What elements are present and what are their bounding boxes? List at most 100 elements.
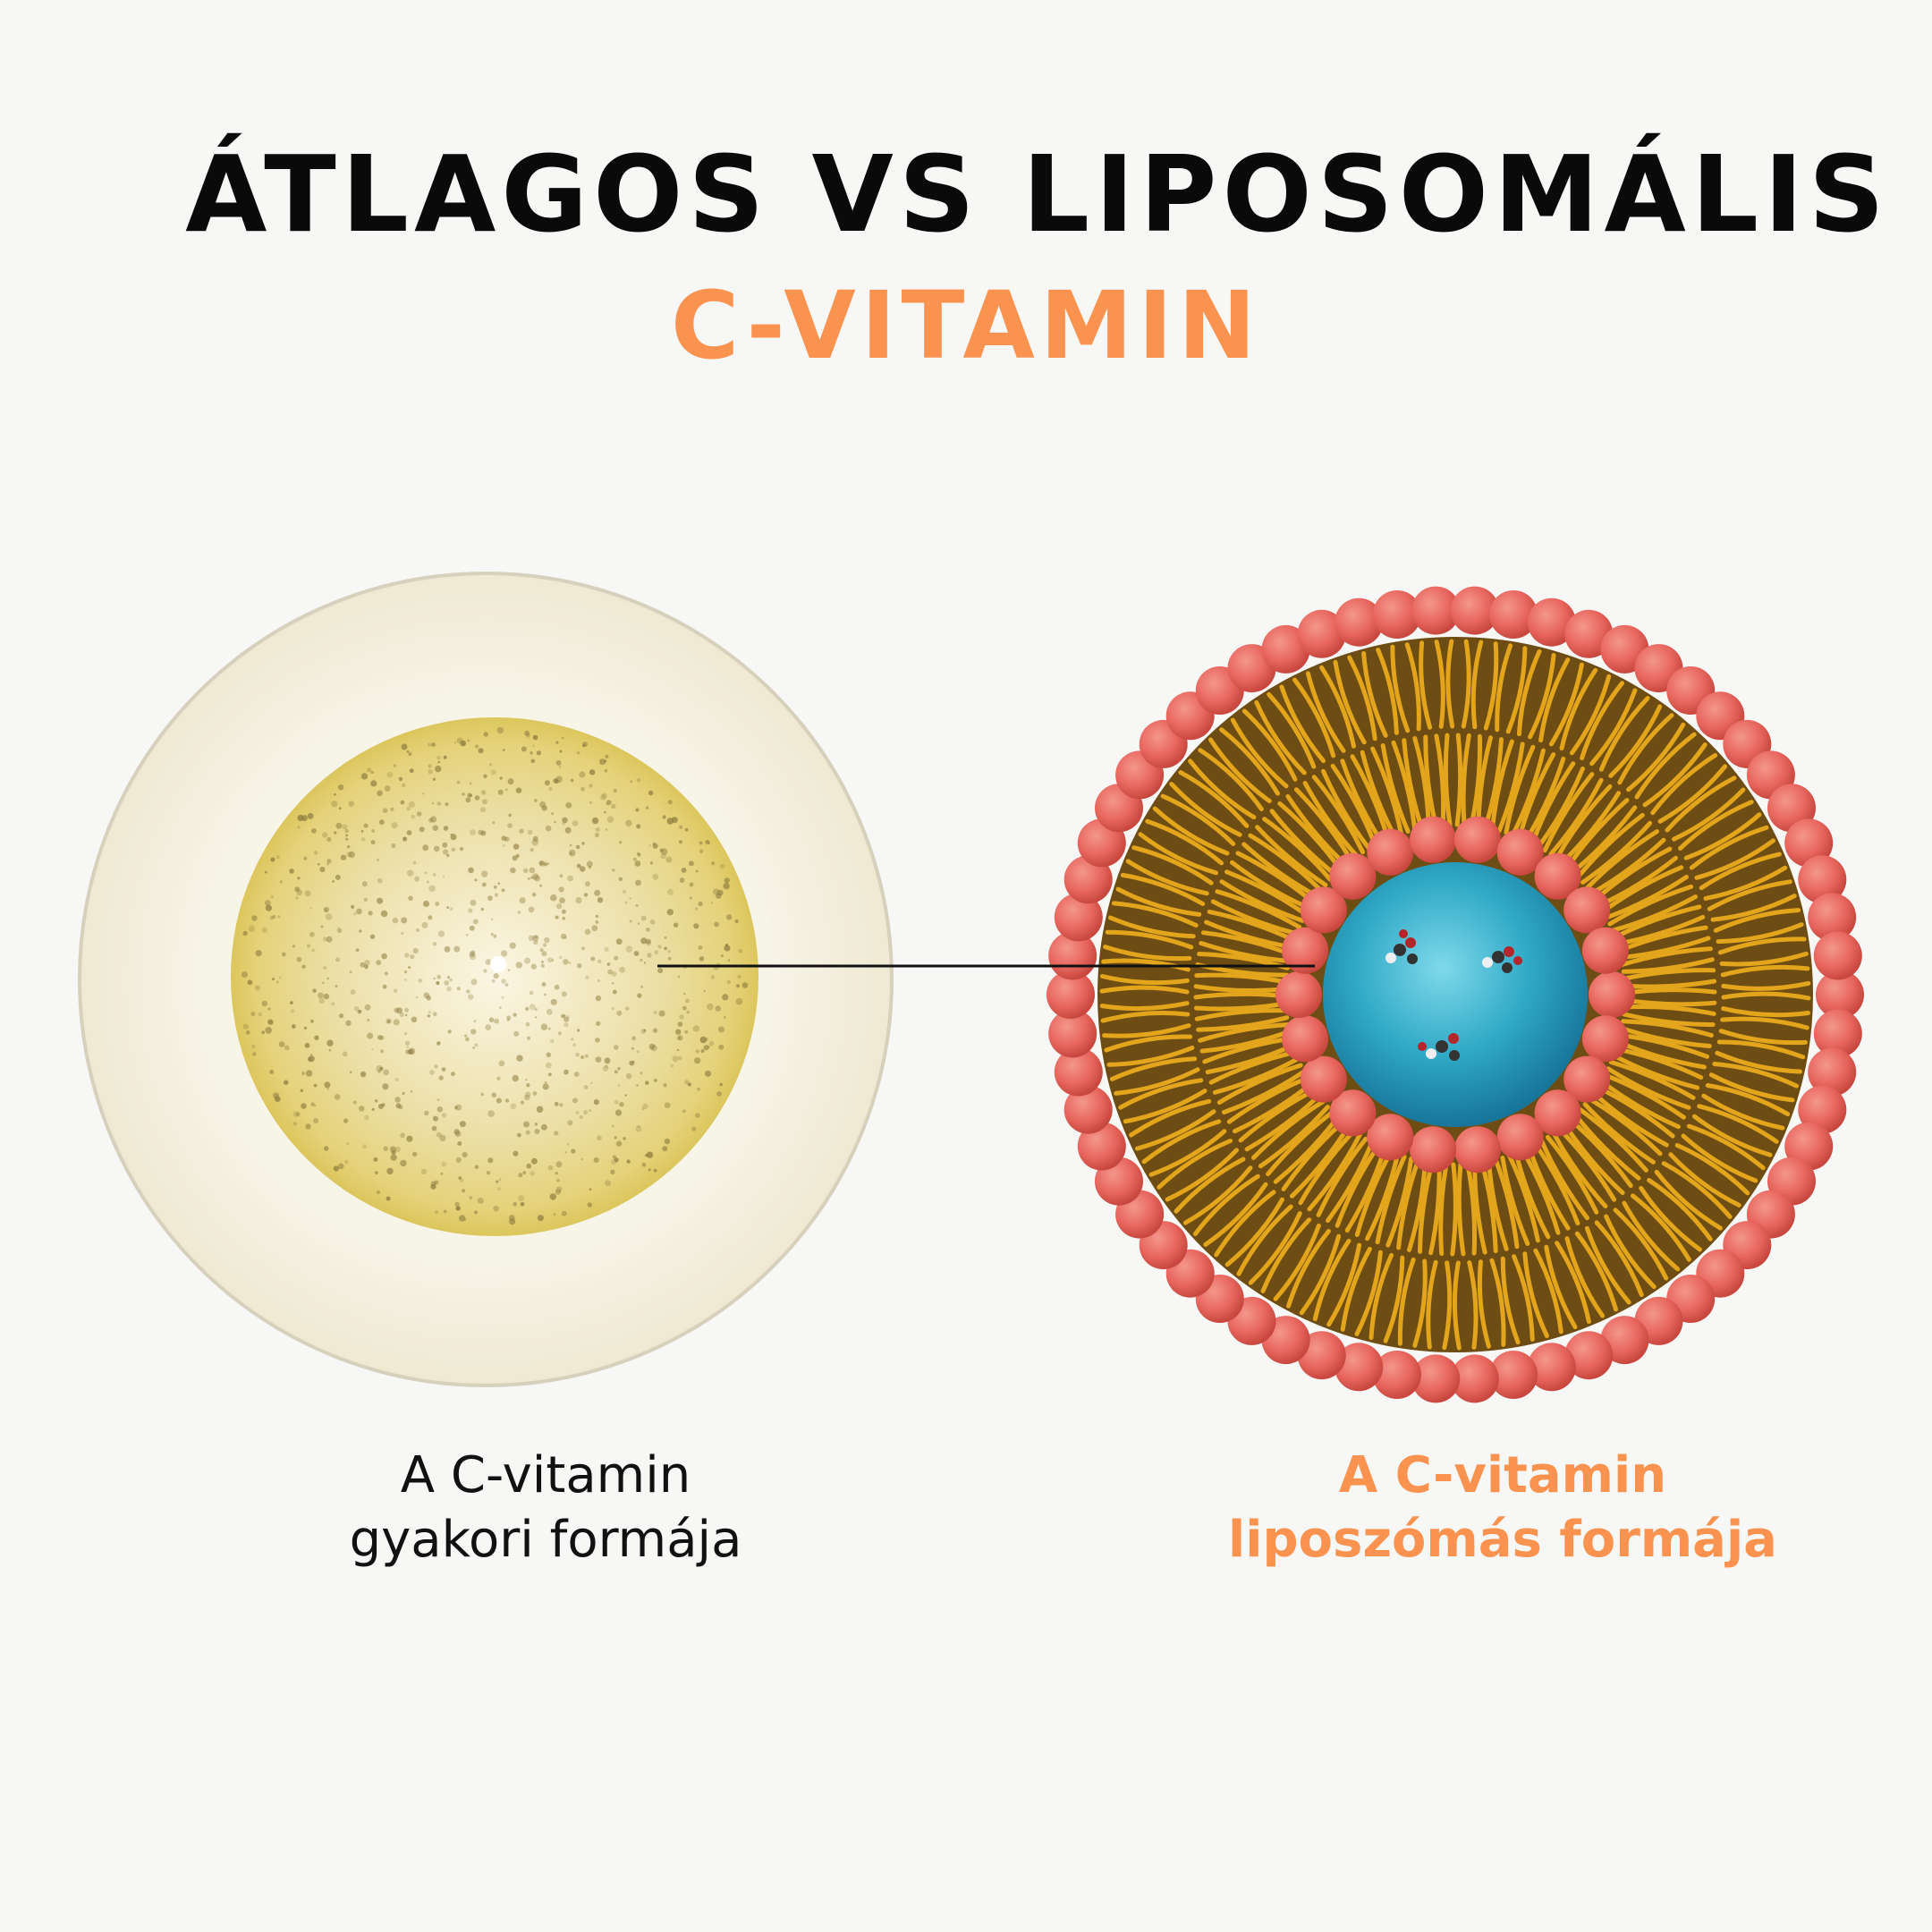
- lipid-tail: [1564, 1236, 1606, 1318]
- lipid-tail: [1207, 909, 1297, 943]
- particle: [667, 950, 671, 953]
- particle: [677, 975, 681, 979]
- lipid-tail: [1470, 640, 1484, 730]
- lipid-tail: [1269, 809, 1338, 877]
- caption-liposomal-form: A C-vitamin liposzómás formája: [1181, 1444, 1825, 1572]
- particle: [524, 730, 530, 736]
- lipid-tail: [1123, 1089, 1208, 1124]
- particle: [614, 1109, 623, 1116]
- lipid-tail: [1559, 667, 1598, 751]
- particle: [539, 884, 542, 887]
- lipid-tail: [1354, 1149, 1394, 1237]
- lipid-tail: [1720, 1016, 1809, 1030]
- lipid-tail: [1560, 791, 1622, 865]
- particle: [454, 1201, 460, 1208]
- particle: [553, 1213, 556, 1216]
- particle: [442, 875, 445, 877]
- particle: [540, 961, 544, 963]
- particle: [261, 1000, 267, 1007]
- particle: [525, 1130, 530, 1135]
- particle: [483, 774, 487, 778]
- particle: [591, 925, 598, 932]
- particle: [304, 1042, 310, 1048]
- particle: [612, 869, 615, 872]
- particle: [496, 1097, 503, 1104]
- particle: [403, 970, 408, 974]
- lipid-tail: [1434, 640, 1445, 729]
- particle: [404, 1007, 409, 1013]
- particle: [272, 914, 276, 919]
- caption-liposomal-line1: A C-vitamin: [1338, 1446, 1667, 1504]
- lipid-tail: [1194, 1008, 1289, 1021]
- particle: [658, 1010, 665, 1017]
- particle: [551, 959, 555, 962]
- lipid-tail: [1452, 1260, 1462, 1351]
- particle: [501, 996, 504, 999]
- particle: [322, 936, 328, 942]
- particle: [719, 1082, 723, 1087]
- lipid-tail: [1100, 1011, 1191, 1023]
- particle: [636, 852, 640, 855]
- particle: [411, 814, 416, 819]
- lipid-tail: [1258, 1105, 1330, 1169]
- particle: [615, 1140, 623, 1147]
- particle: [468, 908, 473, 913]
- particle: [580, 946, 585, 951]
- particle: [524, 1094, 530, 1101]
- particle: [436, 1098, 440, 1101]
- lipid-tail: [1120, 872, 1206, 906]
- lipid-tail: [1681, 1133, 1758, 1183]
- lipid-tail: [1208, 737, 1272, 804]
- particle: [590, 1081, 593, 1085]
- lipid-head: [1329, 852, 1377, 900]
- particle: [530, 750, 533, 755]
- lipid-tail: [1251, 1099, 1326, 1160]
- particle: [589, 769, 596, 775]
- particle: [289, 869, 294, 874]
- lipid-head: [1816, 970, 1864, 1019]
- lipid-tail: [1720, 964, 1810, 978]
- particle: [652, 873, 659, 880]
- particle: [629, 919, 632, 923]
- particle: [544, 780, 550, 786]
- lipid-tail: [1465, 1162, 1478, 1256]
- particle: [350, 989, 356, 996]
- lipid-tail: [1347, 655, 1377, 741]
- molecule-2: [1482, 946, 1522, 973]
- particle: [547, 1165, 554, 1171]
- particle: [383, 1069, 389, 1076]
- particle: [247, 979, 253, 986]
- lipid-head: [1581, 1015, 1629, 1063]
- particle: [648, 1168, 651, 1172]
- particle: [335, 957, 340, 962]
- particle: [719, 863, 725, 869]
- particle: [695, 1113, 700, 1118]
- particle: [632, 857, 637, 861]
- particle: [572, 1097, 578, 1104]
- particle: [547, 1027, 551, 1030]
- particle: [562, 917, 566, 920]
- particle: [543, 862, 548, 867]
- particle: [363, 897, 368, 902]
- lipid-tail: [1608, 704, 1663, 778]
- lipid-tail: [1699, 852, 1782, 891]
- particle: [343, 1118, 349, 1123]
- lipid-head: [1282, 927, 1329, 974]
- particle: [326, 936, 333, 943]
- particle: [431, 742, 436, 748]
- particle: [587, 1202, 592, 1208]
- particle: [357, 1009, 362, 1014]
- particle: [465, 797, 471, 803]
- particle: [432, 777, 436, 781]
- particle: [595, 920, 599, 924]
- particle: [510, 1103, 517, 1110]
- lipid-head: [1048, 1009, 1097, 1058]
- particle: [459, 1121, 466, 1128]
- particle: [625, 1006, 630, 1011]
- particle: [576, 750, 580, 755]
- particle: [251, 1044, 256, 1049]
- lipid-tail: [1193, 984, 1288, 994]
- particle: [546, 1052, 552, 1058]
- particle: [534, 1123, 538, 1126]
- particle: [705, 1037, 709, 1041]
